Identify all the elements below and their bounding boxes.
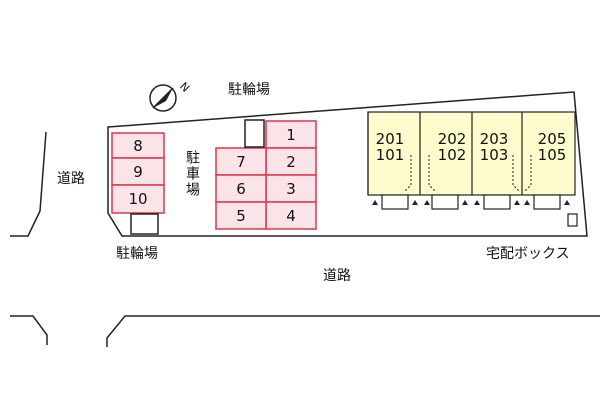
parking-space-10: 10 xyxy=(128,190,148,208)
apartment-building xyxy=(367,111,576,210)
parking-space-7: 7 xyxy=(236,152,246,171)
unit-203-103: 203 103 xyxy=(472,131,516,163)
center-parking-lot xyxy=(215,120,317,230)
parking-space-5: 5 xyxy=(236,206,246,225)
road-edge-lower-left xyxy=(10,315,48,345)
parking-space-4: 4 xyxy=(286,206,296,225)
road-label-bottom: 道路 xyxy=(323,268,351,284)
parking-space-1: 1 xyxy=(286,125,296,144)
delivery-box-label: 宅配ボックス xyxy=(486,246,570,262)
bicycle-rack-top xyxy=(244,119,265,148)
unit-201-101: 201 101 xyxy=(368,131,412,163)
parking-label: 駐車場 xyxy=(184,150,200,198)
unit-lower-number: 101 xyxy=(375,146,405,164)
road-edge-left xyxy=(10,131,47,237)
road-label-left: 道路 xyxy=(57,171,85,187)
bicycle-rack-left xyxy=(130,213,159,235)
delivery-box-icon xyxy=(567,213,578,227)
unit-upper-number: 202 xyxy=(437,130,467,148)
unit-lower-number: 103 xyxy=(479,146,509,164)
bicycle-parking-label-left: 駐輪場 xyxy=(116,246,158,262)
parking-space-8: 8 xyxy=(133,136,143,155)
unit-upper-number: 201 xyxy=(375,130,405,148)
unit-upper-number: 205 xyxy=(537,130,567,148)
unit-lower-number: 102 xyxy=(437,146,467,164)
bicycle-parking-label-top: 駐輪場 xyxy=(228,82,270,98)
north-compass-icon: N xyxy=(149,80,192,112)
road-edge-lower-right xyxy=(106,315,600,347)
parking-space-9: 9 xyxy=(133,162,143,181)
left-parking-lot xyxy=(111,132,165,214)
unit-205-105: 205 105 xyxy=(530,131,574,163)
unit-202-102: 202 102 xyxy=(430,131,474,163)
compass-north-label: N xyxy=(177,80,192,95)
parking-space-6: 6 xyxy=(236,179,246,198)
parking-space-3: 3 xyxy=(286,179,296,198)
unit-upper-number: 203 xyxy=(479,130,509,148)
parking-space-2: 2 xyxy=(286,152,296,171)
unit-lower-number: 105 xyxy=(537,146,567,164)
